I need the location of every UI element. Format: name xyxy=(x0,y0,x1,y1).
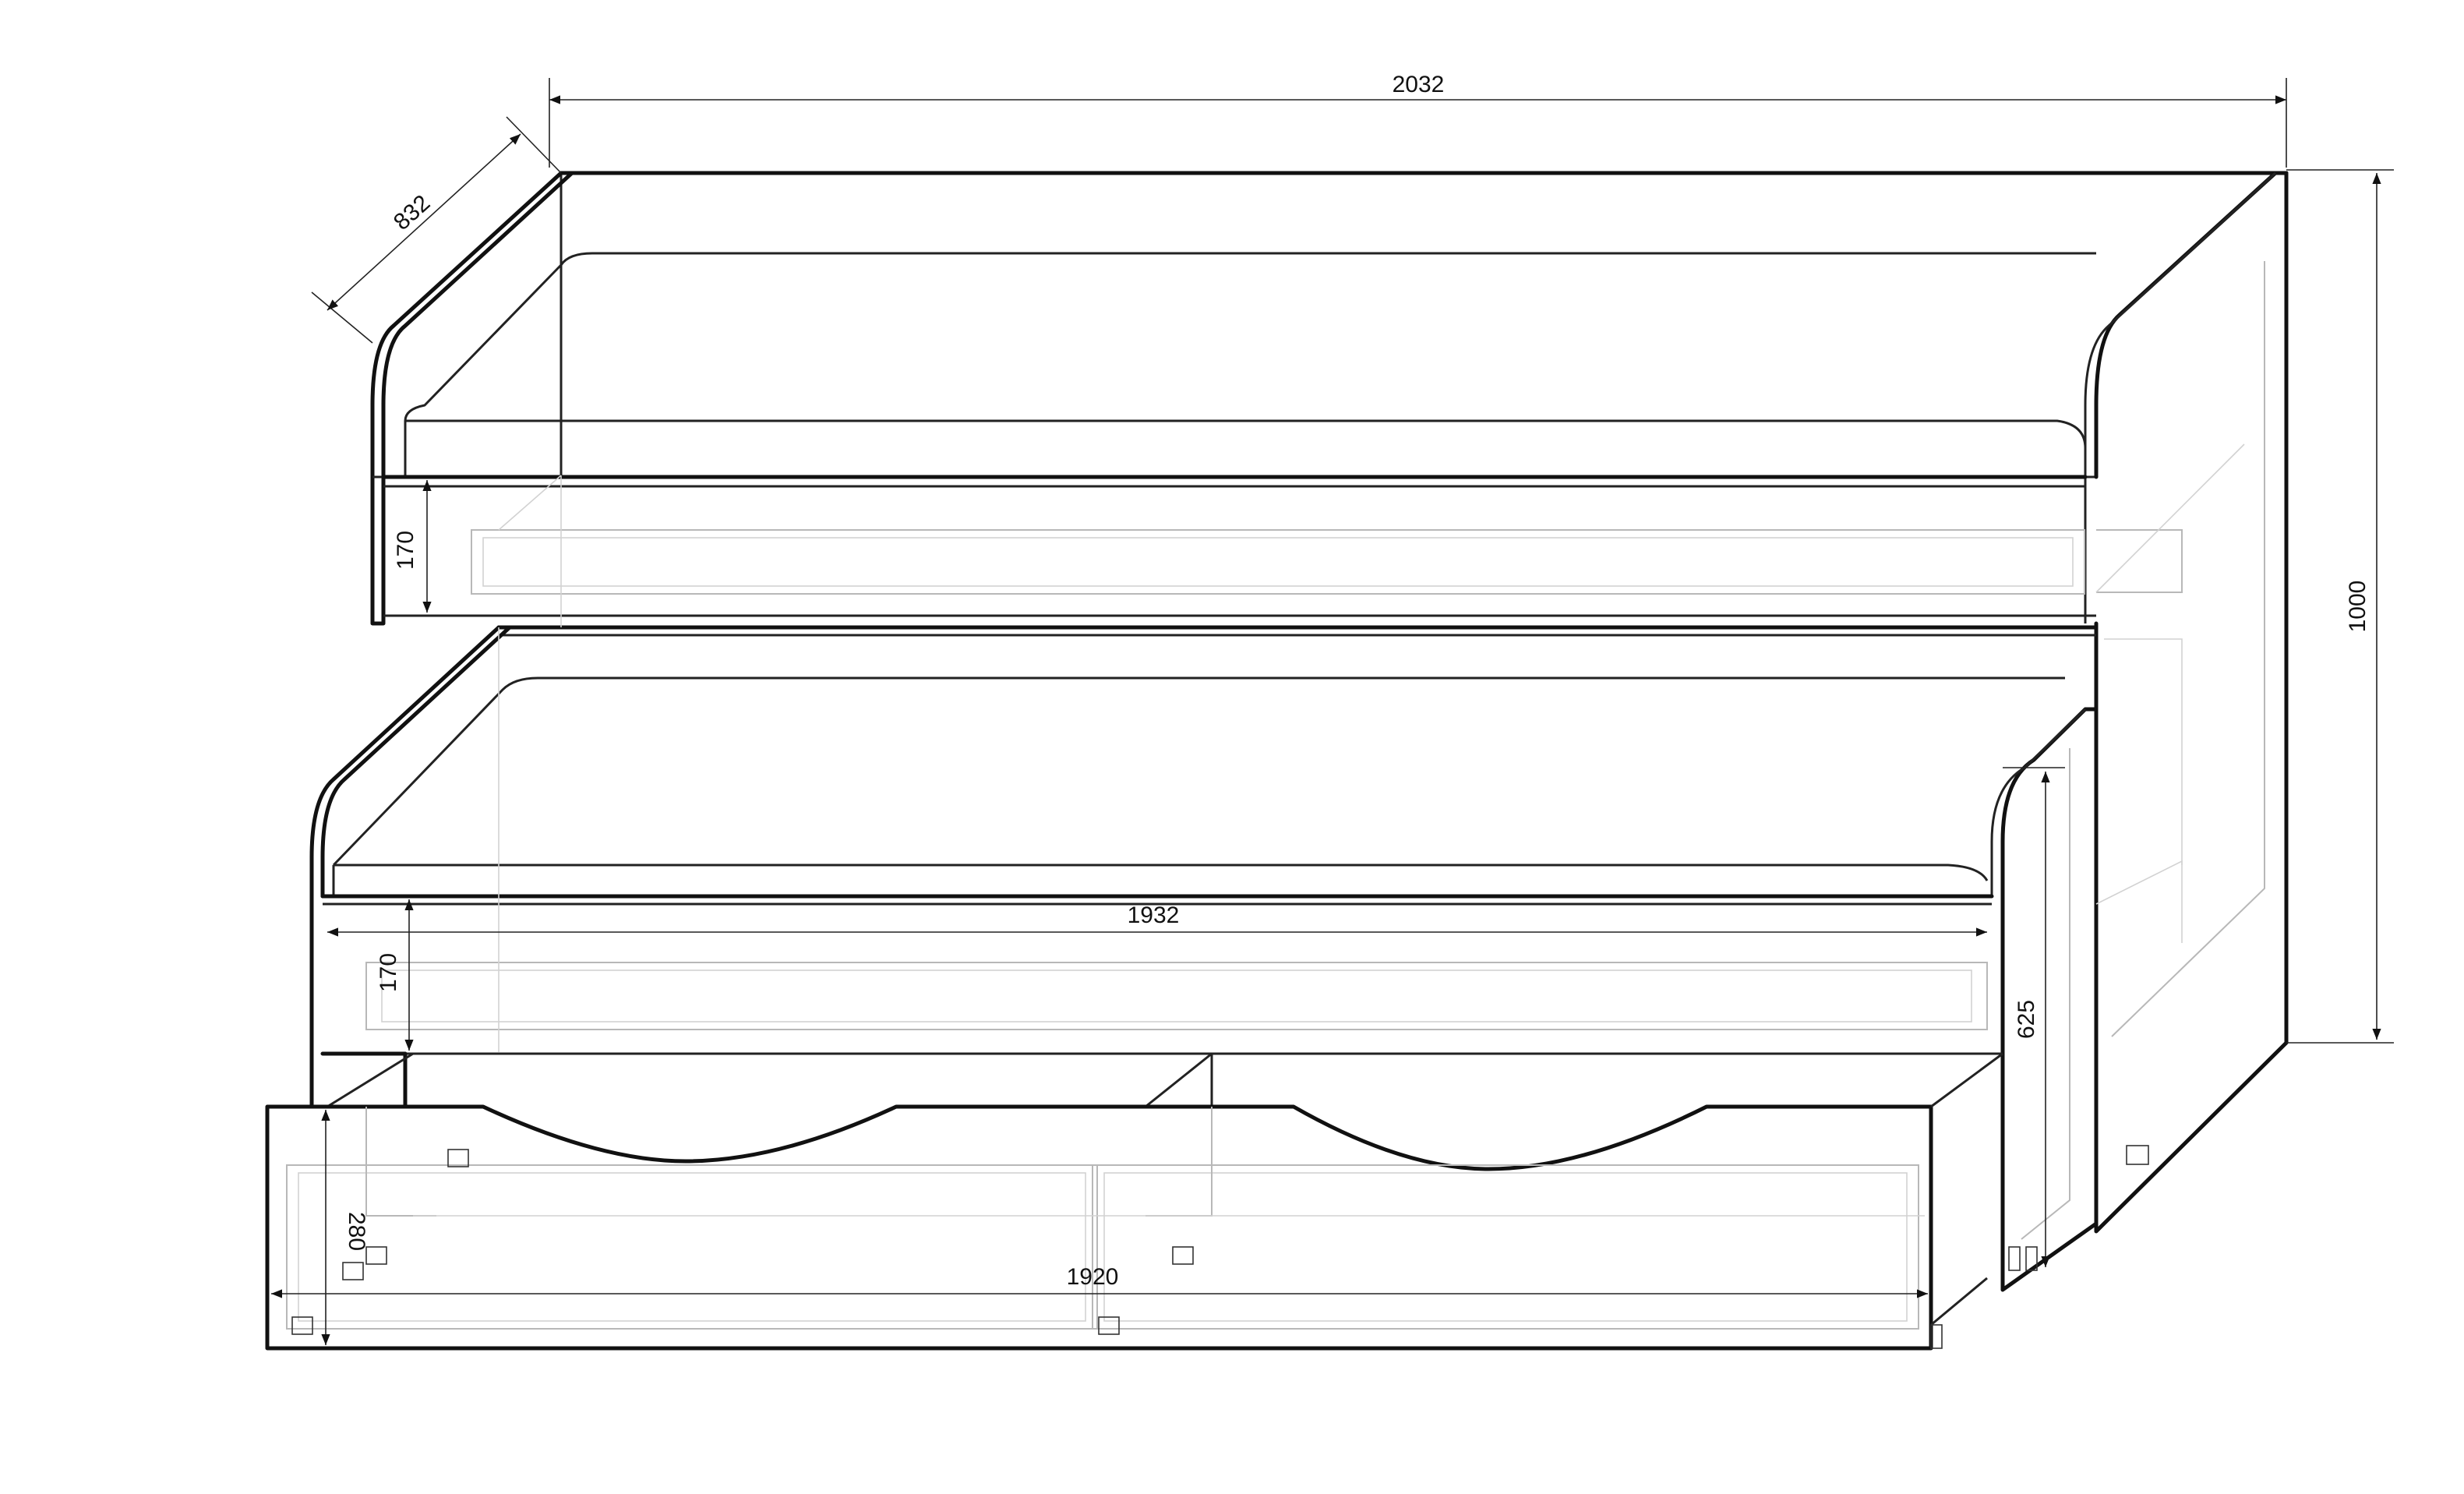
dimension-lower-side: 170 xyxy=(376,899,414,1051)
dim-label-625: 625 xyxy=(2014,1000,2039,1039)
dim-label-2032: 2032 xyxy=(1393,72,1445,97)
dim-label-280: 280 xyxy=(344,1212,369,1251)
dimension-upper-side: 170 xyxy=(393,480,432,613)
dim-label-832: 832 xyxy=(389,190,435,235)
dimension-drawer-length: 1920 xyxy=(271,1264,1928,1298)
dim-label-170-upper: 170 xyxy=(393,531,418,570)
dimension-lower-bed-length: 1932 xyxy=(327,902,1987,937)
dimension-overall-length: 2032 xyxy=(549,72,2287,168)
upper-bed xyxy=(370,171,2289,1234)
lower-bed xyxy=(309,475,2183,1292)
dimension-overall-height: 1000 xyxy=(2286,169,2394,1044)
dimension-lower-bed-height: 625 xyxy=(2003,767,2065,1267)
dimension-depth: 832 xyxy=(311,116,562,344)
dim-label-1000: 1000 xyxy=(2345,581,2370,633)
dim-label-1920: 1920 xyxy=(1067,1264,1119,1290)
dimension-drawer-height: 280 xyxy=(321,1110,369,1345)
dim-label-1932: 1932 xyxy=(1128,902,1180,928)
dim-label-170-lower: 170 xyxy=(376,953,401,992)
drawer xyxy=(265,1051,2003,1351)
